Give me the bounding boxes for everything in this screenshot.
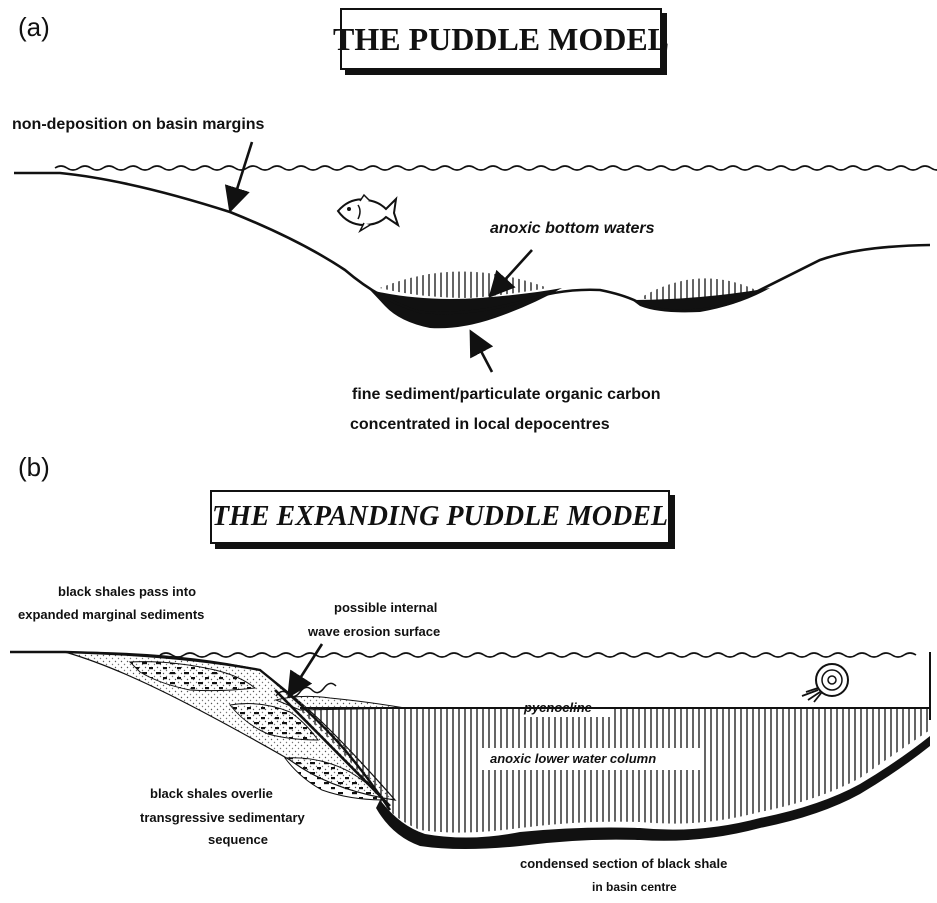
label-anoxic-bottom-waters: anoxic bottom waters [490,220,655,237]
fish-icon [336,193,400,233]
anoxic-water-column-b [298,708,930,833]
panel-b-title-text: THE EXPANDING PUDDLE MODEL [211,501,669,532]
shale-tongue-1 [128,661,257,692]
transgressive-surface-b [274,689,391,807]
panel-a-title: THE PUDDLE MODEL [333,8,669,70]
arrow-internal-wave [287,643,324,699]
panel-b-label: (b) [18,452,50,482]
panel-a-label: (a) [18,12,50,42]
label-anoxic-water-column: anoxic lower water column [490,751,657,766]
label-black-shales-pass-1: black shales pass into [58,584,197,599]
arrow-fine-sediment [469,329,494,373]
label-condensed-2: in basin centre [592,880,677,894]
ammonite-icon [801,663,849,703]
label-overlie-1: black shales overlie [150,786,273,801]
label-fine-sediment-1: fine sediment/particulate organic carbon [352,386,661,403]
label-internal-wave-2: wave erosion surface [308,624,441,639]
label-overlie-3: sequence [208,832,268,847]
basin-floor-b [10,650,391,811]
sea-surface-b [159,652,917,658]
label-internal-wave-1: possible internal [334,600,438,615]
sea-surface-a [54,165,937,171]
label-black-shales-pass-2: expanded marginal sediments [18,607,205,622]
anoxic-column-label-bg [480,748,702,770]
panel-a-title-text: THE PUDDLE MODEL [332,20,670,57]
depocentre-sediment-left-a [370,288,562,329]
arrow-anoxic-bottom [488,249,533,298]
depocentre-sediment-right-a [632,288,770,313]
panel-b-title: THE EXPANDING PUDDLE MODEL [210,490,670,544]
label-overlie-2: transgressive sedimentary [140,810,305,825]
label-condensed-1: condensed section of black shale [520,856,728,871]
label-pycnocline: pycnocline [524,700,592,715]
label-non-deposition: non-deposition on basin margins [12,116,265,133]
label-fine-sediment-2: concentrated in local depocentres [350,416,610,433]
condensed-shale-b [376,736,930,849]
arrow-non-deposition [224,141,254,213]
basin-floor-a [14,171,931,315]
shale-tongue-2 [229,703,319,741]
